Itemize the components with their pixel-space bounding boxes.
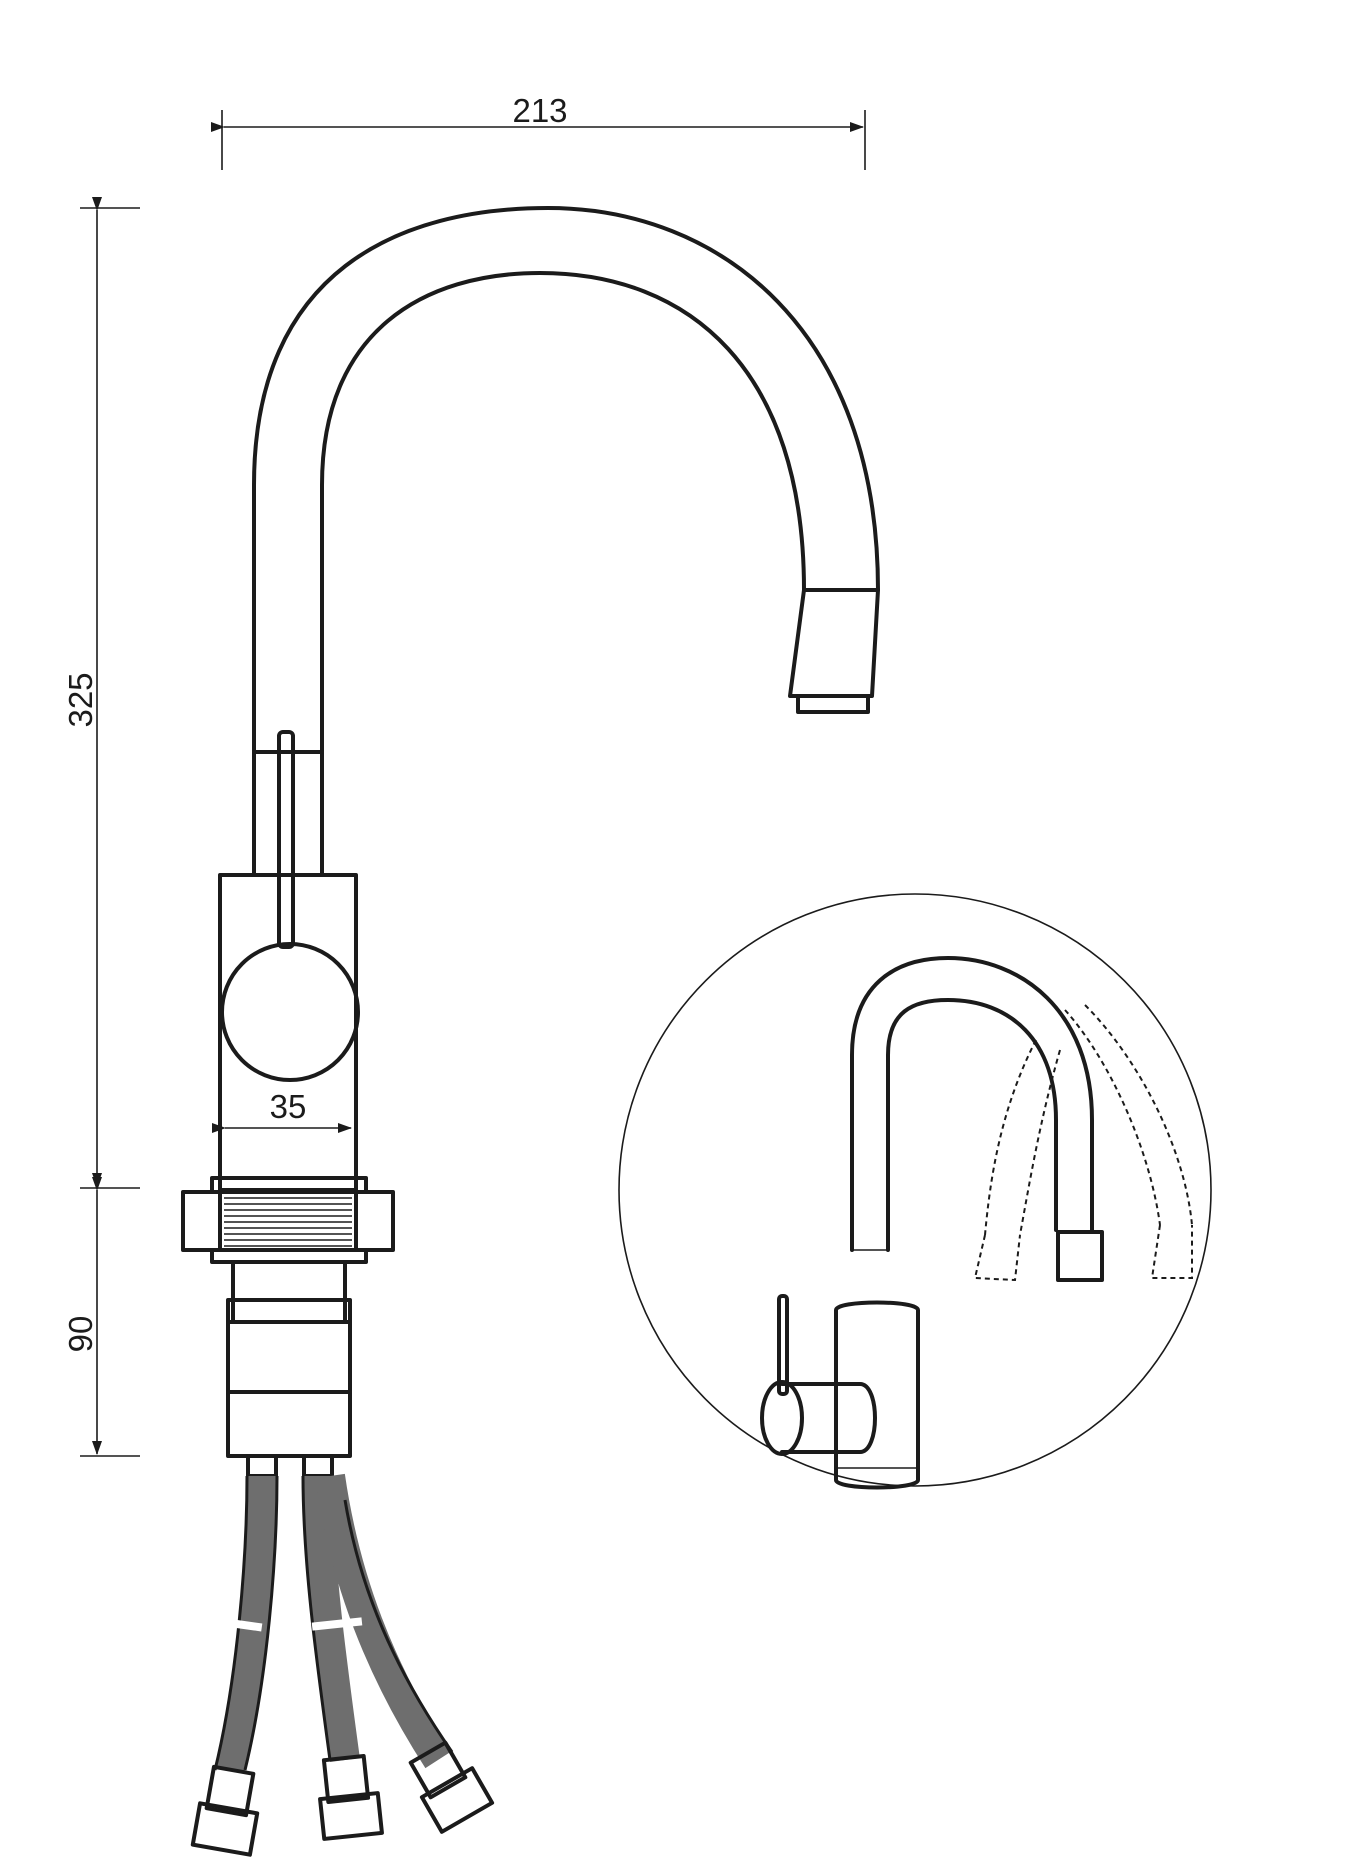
mount-thread xyxy=(218,1190,358,1252)
hose-fittings xyxy=(190,1740,495,1857)
dimension-height-label: 325 xyxy=(62,672,99,727)
pullout-spout-inset xyxy=(618,893,1212,1490)
dimension-base-width-label: 35 xyxy=(270,1088,307,1125)
handle-lever xyxy=(277,730,295,949)
dimension-width-label: 213 xyxy=(512,92,567,129)
spout-outer xyxy=(252,206,880,754)
inset-handle-lever xyxy=(777,1294,789,1396)
inset-circle xyxy=(618,893,1212,1487)
dimension-below-counter: 90 xyxy=(62,1177,140,1457)
inset-spout-inner xyxy=(886,998,1058,1252)
inset-knob-face xyxy=(760,1380,804,1456)
shank-upper xyxy=(231,1260,347,1324)
shank-lower xyxy=(226,1320,352,1458)
braided-hoses xyxy=(211,1473,454,1774)
dimension-below-counter-label: 90 xyxy=(62,1316,99,1353)
inset-spout-head xyxy=(1056,1230,1104,1282)
inset-handle-knob xyxy=(780,1382,877,1454)
thread-lines xyxy=(224,1197,352,1247)
aerator-tip xyxy=(796,694,870,714)
faucet-body xyxy=(218,873,358,1192)
handle-knob xyxy=(220,942,360,1082)
mount-nut xyxy=(181,1190,395,1252)
spout-inner xyxy=(320,271,806,754)
dimension-height: 325 xyxy=(62,197,140,1189)
inset-spout-outer xyxy=(850,956,1094,1252)
faucet-side-view: 35 xyxy=(181,206,880,1857)
dimension-width: 213 xyxy=(211,92,866,170)
shank-collar xyxy=(226,1298,352,1324)
aerator-nozzle xyxy=(788,588,880,698)
inset-body xyxy=(834,1300,920,1490)
